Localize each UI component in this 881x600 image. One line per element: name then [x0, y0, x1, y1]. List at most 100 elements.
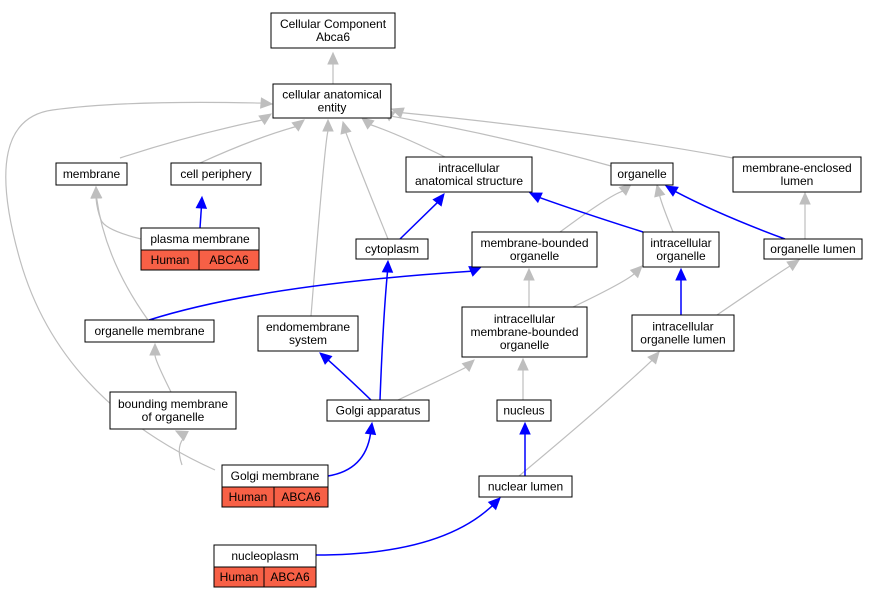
- arrowhead-5: [390, 107, 405, 119]
- node-label: anatomical structure: [415, 174, 523, 188]
- node-label: plasma membrane: [150, 232, 250, 246]
- node-label: Cellular Component: [280, 17, 387, 31]
- node-label: entity: [318, 101, 347, 115]
- node-box: [461, 306, 588, 358]
- node-box: [170, 162, 262, 186]
- node-cytoplasm[interactable]: cytoplasm: [355, 238, 429, 260]
- arrowhead-17: [799, 191, 811, 205]
- arrowhead-25: [664, 185, 679, 197]
- node-organelle-membrane[interactable]: organelle membrane: [84, 319, 215, 343]
- edges-layer: [5, 51, 811, 556]
- node-label: organelle lumen: [640, 333, 725, 347]
- annotation-species: Human: [151, 253, 190, 267]
- is-a-edge-7: [310, 130, 329, 317]
- node-label: Abca6: [316, 30, 350, 44]
- annotation-species: Human: [229, 490, 268, 504]
- is-a-edge-2: [199, 126, 296, 164]
- node-label: intracellular: [438, 161, 499, 175]
- node-label: organelle lumen: [770, 242, 855, 256]
- node-label: bounding membrane: [118, 397, 228, 411]
- annotation-gene: ABCA6: [270, 570, 310, 584]
- part-of-edge-27: [148, 270, 471, 321]
- node-label: cellular anatomical: [282, 88, 381, 102]
- node-box: [55, 162, 128, 186]
- node-membrane[interactable]: membrane: [55, 162, 128, 186]
- is-a-edge-14: [659, 195, 674, 233]
- arrowhead-12: [149, 342, 161, 356]
- arrowhead-0: [327, 51, 339, 65]
- node-label: intracellular: [494, 312, 555, 326]
- node-organelle[interactable]: organelle: [610, 162, 674, 186]
- node-label: cell periphery: [180, 167, 251, 181]
- arrowhead-2: [291, 119, 305, 132]
- node-box: [642, 231, 720, 268]
- annotation-species: Human: [220, 570, 259, 584]
- node-label: system: [289, 333, 327, 347]
- part-of-edge-28: [379, 271, 389, 401]
- node-golgi-apparatus[interactable]: Golgi apparatus: [326, 399, 430, 422]
- arrowhead-15: [523, 267, 535, 281]
- arrowhead-29: [319, 352, 333, 365]
- part-of-edge-23: [399, 202, 438, 240]
- annotation-cell: [263, 566, 317, 588]
- node-label: nuclear lumen: [488, 480, 563, 494]
- is-a-edge-1: [119, 119, 262, 159]
- part-of-edge-30: [327, 433, 372, 477]
- annotation-cell: [198, 249, 260, 271]
- arrowhead-26: [675, 267, 687, 281]
- is-a-edge-5: [402, 112, 734, 159]
- node-label: organelle: [510, 249, 560, 263]
- is-a-edge-19: [716, 265, 791, 316]
- arrowhead-31: [519, 421, 531, 435]
- node-box: [405, 156, 533, 193]
- node-label: nucleoplasm: [231, 549, 298, 563]
- part-of-edge-25: [675, 190, 786, 240]
- node-organelle-lumen[interactable]: organelle lumen: [763, 238, 863, 260]
- part-of-edge-24: [539, 196, 644, 233]
- arrowhead-6: [260, 97, 274, 109]
- part-of-edge-32: [315, 505, 493, 556]
- node-nuclear-lumen[interactable]: nuclear lumen: [478, 475, 573, 498]
- node-box: [272, 83, 392, 119]
- is-a-edge-16: [572, 273, 635, 308]
- node-label: intracellular: [652, 320, 713, 334]
- node-label: organelle: [617, 167, 667, 181]
- node-box: [270, 12, 396, 49]
- node-label: organelle membrane: [94, 324, 204, 338]
- node-label: of organelle: [142, 410, 205, 424]
- node-label: membrane-bounded: [480, 236, 588, 250]
- is-a-edge-11: [178, 435, 187, 466]
- node-cell-periphery[interactable]: cell periphery: [170, 162, 262, 186]
- is-a-edge-13: [559, 190, 623, 233]
- arrowhead-14: [654, 183, 666, 198]
- arrowhead-19: [786, 259, 801, 272]
- arrowhead-18: [517, 357, 529, 371]
- node-box: [478, 475, 573, 498]
- node-label: membrane-bounded: [470, 325, 578, 339]
- node-label: membrane-enclosed: [742, 161, 851, 175]
- node-box: [257, 315, 359, 352]
- is-a-edge-21: [518, 359, 653, 477]
- part-of-edge-29: [327, 359, 372, 401]
- is-a-edge-6: [5, 101, 262, 471]
- is-a-edge-10: [96, 197, 149, 321]
- is-a-edge-4: [391, 115, 612, 167]
- annotation-cell: [273, 486, 329, 508]
- node-label: organelle: [656, 249, 706, 263]
- node-nucleus[interactable]: nucleus: [496, 399, 552, 422]
